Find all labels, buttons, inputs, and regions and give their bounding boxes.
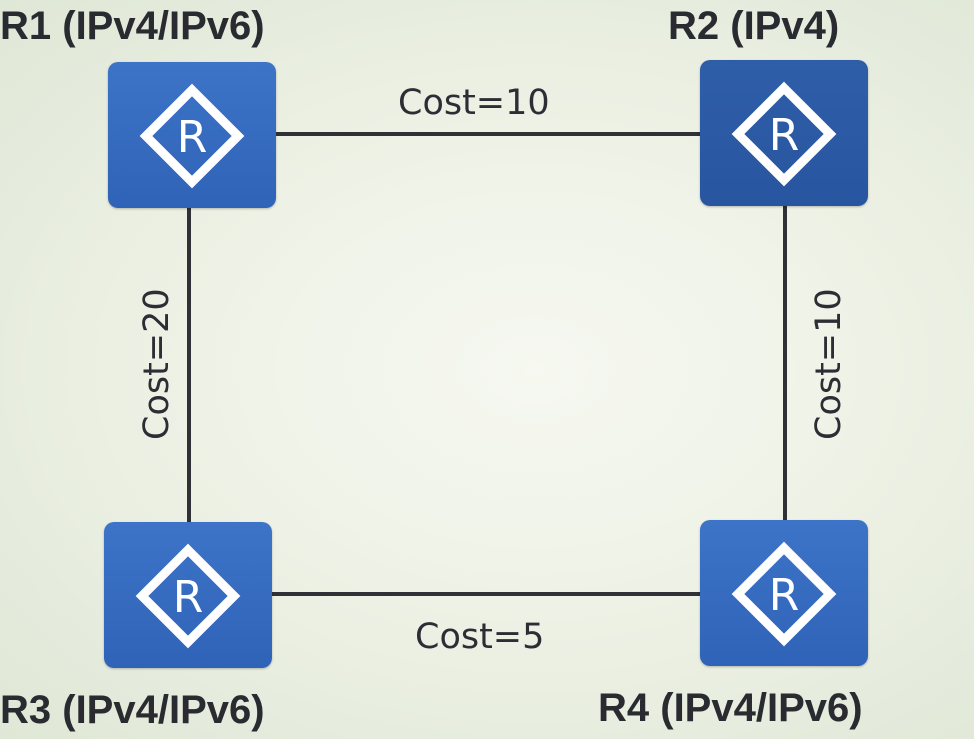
node-label-r2: R2 (IPv4) [668,4,840,48]
router-symbol-letter: R [769,110,800,161]
router-icon: R [135,543,241,649]
router-icon: R [139,83,245,189]
router-r4: R [700,520,868,666]
link-cost-r1-r2: Cost=10 [398,83,550,123]
router-r2: R [700,60,868,206]
router-icon: R [731,81,837,187]
link-cost-r1-r3: Cost=20 [137,288,177,440]
link-cost-r2-r4: Cost=10 [809,288,849,440]
router-icon: R [731,541,837,647]
router-symbol-letter: R [173,572,204,623]
router-symbol-letter: R [177,112,208,163]
router-r1: R [108,62,276,208]
router-symbol-letter: R [769,570,800,621]
router-r3: R [104,522,272,668]
node-label-r3: R3 (IPv4/IPv6) [0,688,265,732]
node-label-r1: R1 (IPv4/IPv6) [0,4,265,48]
link-cost-r3-r4: Cost=5 [415,617,545,657]
node-label-r4: R4 (IPv4/IPv6) [598,686,863,730]
